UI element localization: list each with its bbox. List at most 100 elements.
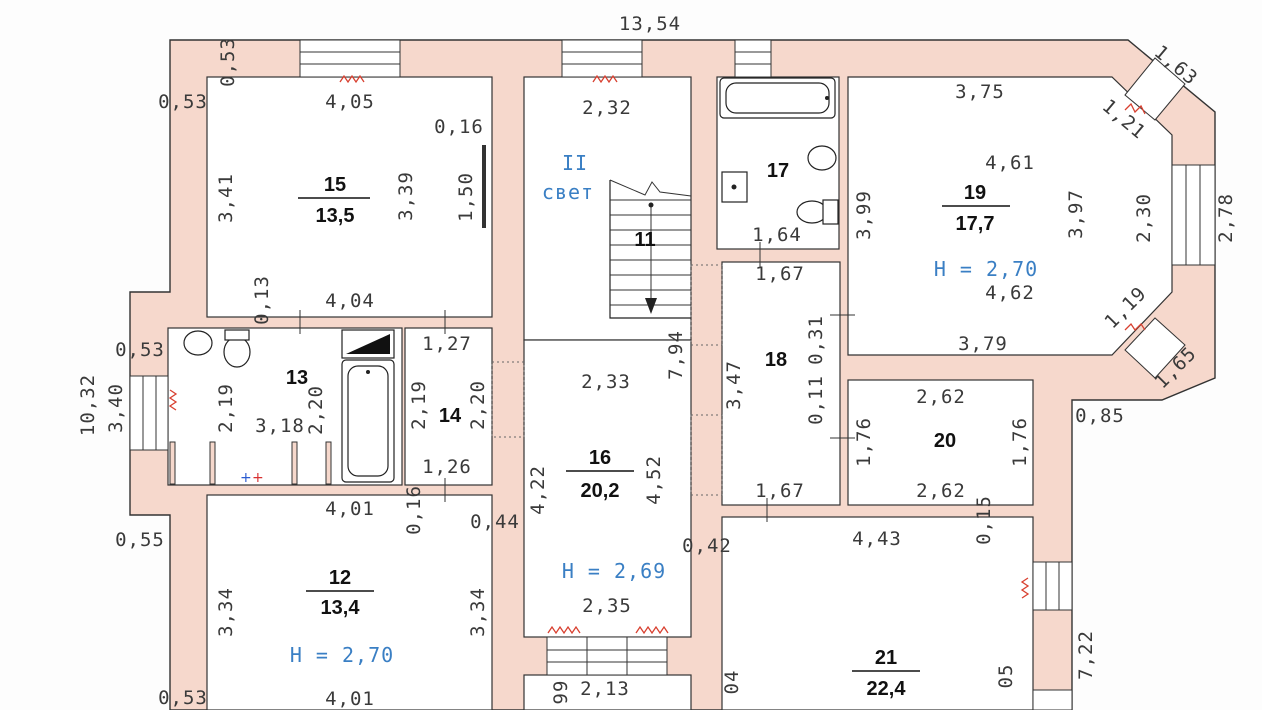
dimension-label: 4,62 bbox=[985, 282, 1035, 304]
dimension-label: 2,32 bbox=[582, 97, 632, 119]
radiators bbox=[168, 74, 1146, 635]
sink-17 bbox=[721, 171, 748, 203]
dimension-label: 4,61 bbox=[985, 152, 1035, 174]
room-number: 19 bbox=[964, 182, 986, 204]
room-number: 21 bbox=[875, 647, 897, 669]
dimension-label: 3,39 bbox=[395, 171, 417, 221]
dimension-label: 0,15 bbox=[973, 495, 995, 545]
dimension-label: 04 bbox=[721, 670, 743, 695]
dimension-label: 1,64 bbox=[752, 224, 802, 246]
dimension-label: 0,53 bbox=[115, 339, 165, 361]
dimension-label: 2,30 bbox=[1133, 193, 1155, 243]
room-14 bbox=[404, 327, 493, 486]
dimension-ticks bbox=[299, 242, 855, 522]
stair-light-label: свет bbox=[542, 180, 594, 204]
dimension-label: 3,79 bbox=[958, 333, 1008, 355]
dimension-label: 3,99 bbox=[853, 190, 875, 240]
toilet-17 bbox=[796, 145, 839, 225]
utility-mark-13: + + bbox=[240, 470, 264, 486]
stair-lower-landing bbox=[523, 674, 692, 710]
window-left bbox=[129, 375, 169, 451]
room-number: 14 bbox=[439, 405, 462, 427]
dimension-label: 4,43 bbox=[852, 528, 902, 550]
room-area: 22,4 bbox=[867, 678, 907, 700]
dimension-label: 2,20 bbox=[305, 385, 327, 435]
dimension-label: 1,50 bbox=[455, 172, 477, 222]
sink-13 bbox=[183, 329, 251, 368]
room-area: 17,7 bbox=[956, 213, 995, 235]
staircase bbox=[609, 179, 692, 319]
partitions-13 bbox=[169, 441, 332, 485]
dimension-label: 4,52 bbox=[643, 455, 665, 505]
dimension-label: 0,16 bbox=[434, 116, 484, 138]
water-heater-13 bbox=[341, 329, 395, 359]
room-area: 20,2 bbox=[581, 480, 620, 502]
dimension-label: 3,18 bbox=[255, 415, 305, 437]
room-21 bbox=[721, 516, 1034, 710]
dimension-label: 1,67 bbox=[755, 263, 805, 285]
dimension-label: 2,19 bbox=[408, 380, 430, 430]
dimension-label: 2,33 bbox=[581, 371, 631, 393]
room-area: 13,5 bbox=[316, 205, 355, 227]
dimension-labels-free: 0,53 0,53 0,85 0,55 0,44 0,42 0,53 bbox=[115, 91, 1125, 709]
dimension-label: 0,31 bbox=[805, 315, 827, 365]
dimension-label: 1,67 bbox=[755, 480, 805, 502]
dimension-label: 0,44 bbox=[470, 511, 520, 533]
dimension-label: 3,34 bbox=[215, 587, 237, 637]
dimension-label: 4,01 bbox=[325, 498, 375, 520]
dimension-label: 7,94 bbox=[665, 330, 687, 380]
ceiling-height-label: H = 2,70 bbox=[934, 257, 1038, 281]
room-number: 12 bbox=[329, 567, 351, 589]
dimension-label: 4,04 bbox=[325, 290, 375, 312]
dimension-label: 13,54 bbox=[619, 13, 681, 35]
window-top-1 bbox=[299, 39, 401, 78]
dimension-label: 4,01 bbox=[325, 688, 375, 710]
dimension-label: 2,13 bbox=[580, 678, 630, 700]
room-15 bbox=[206, 76, 493, 318]
dimension-label: 3,34 bbox=[467, 587, 489, 637]
room-20 bbox=[847, 379, 1034, 506]
room-16 bbox=[523, 339, 692, 638]
room-number: 11 bbox=[634, 229, 655, 251]
dimension-label: 1,76 bbox=[853, 417, 875, 467]
dimension-label: 3,41 bbox=[215, 173, 237, 223]
window-top-3 bbox=[734, 39, 772, 78]
room-12 bbox=[206, 494, 493, 710]
dimension-label: 0,55 bbox=[115, 529, 165, 551]
dimension-label: 4,05 bbox=[325, 91, 375, 113]
window-bay-upper bbox=[1124, 57, 1186, 121]
dimension-labels-horizontal: 13,54 4,05 0,16 2,32 3,75 4,61 1,64 1,67… bbox=[255, 13, 1035, 710]
dimension-label: 0,11 bbox=[805, 375, 827, 425]
dimension-label: 1,76 bbox=[1009, 417, 1031, 467]
dimension-label: 0,42 bbox=[682, 535, 732, 557]
room-number: 13 bbox=[286, 367, 308, 389]
dimension-label: 0,53 bbox=[158, 687, 208, 709]
room-number: 20 bbox=[934, 430, 956, 452]
dimension-label: 3,40 bbox=[105, 383, 127, 433]
dimension-label: 2,62 bbox=[916, 386, 966, 408]
dimension-labels-vertical: 0,53 3,41 3,39 1,50 3,99 3,97 2,30 2,78 … bbox=[77, 37, 1237, 704]
dimension-label: 2,20 bbox=[467, 380, 489, 430]
room-number: 18 bbox=[765, 349, 787, 371]
room-number: 17 bbox=[767, 160, 789, 182]
dimension-label: 1,26 bbox=[422, 456, 472, 478]
room-19 bbox=[847, 76, 1173, 356]
ceiling-height-label: H = 2,70 bbox=[290, 643, 394, 667]
window-bay-lower bbox=[1124, 317, 1186, 379]
window-bay-middle bbox=[1171, 164, 1216, 266]
room-number: 16 bbox=[589, 447, 611, 469]
dimension-label: 1,27 bbox=[422, 333, 472, 355]
dimension-label: 0,13 bbox=[251, 275, 273, 325]
dimension-label: 3,75 bbox=[955, 81, 1005, 103]
room-number: 15 bbox=[324, 174, 346, 196]
bathtub-13 bbox=[341, 359, 395, 483]
stair-light-label: II bbox=[562, 151, 588, 175]
dimension-label: 2,35 bbox=[582, 595, 632, 617]
dimension-label: 0,85 bbox=[1075, 405, 1125, 427]
dimension-label: 2,62 bbox=[916, 480, 966, 502]
dimension-label: 05 bbox=[995, 664, 1017, 689]
dimension-label: 99 bbox=[550, 680, 572, 705]
window-right-1 bbox=[1032, 561, 1073, 611]
ceiling-height-label: H = 2,69 bbox=[562, 559, 666, 583]
